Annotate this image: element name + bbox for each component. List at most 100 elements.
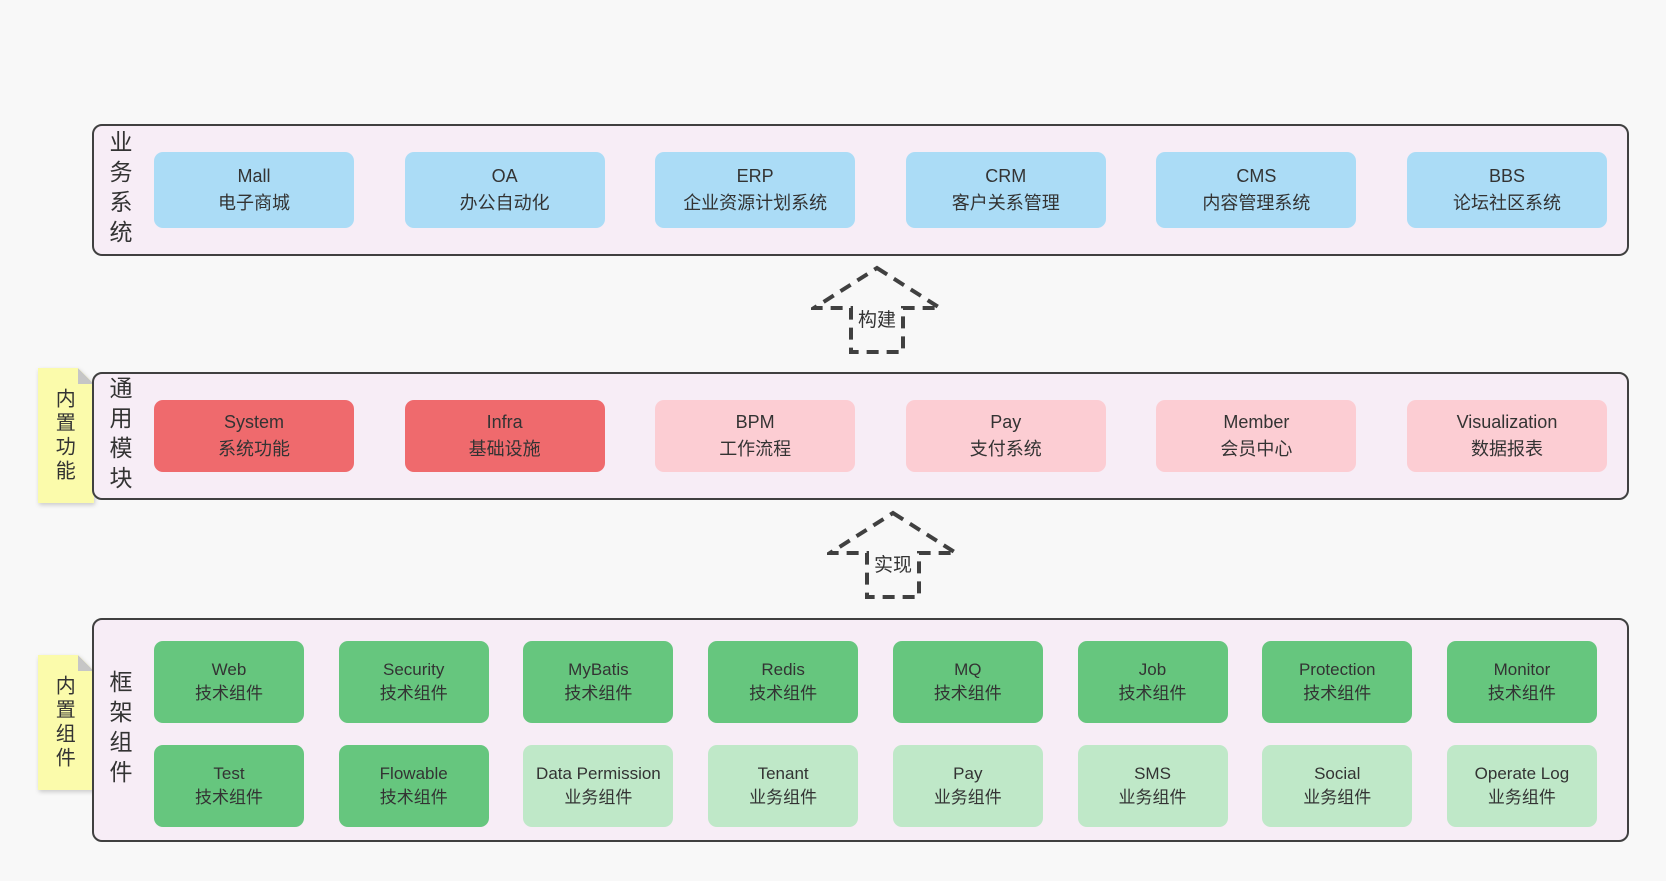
box-subtitle: 业务组件 <box>1118 788 1187 807</box>
box-pay: Pay 支付系统 <box>905 400 1106 472</box>
box-tenant: Tenant 业务组件 <box>708 745 859 827</box>
box-title: BBS <box>1488 166 1525 186</box>
box-mall: Mall 电子商城 <box>154 152 354 228</box>
box-title: Monitor <box>1493 660 1551 679</box>
box-subtitle: 技术组件 <box>379 684 448 703</box>
sticky-note-builtin-components: 内置组件 <box>38 655 94 790</box>
implement-arrow-label: 实现 <box>870 550 916 577</box>
box-data-permission: Data Permission 业务组件 <box>523 745 674 827</box>
box-title: Pay <box>953 764 983 783</box>
box-title: BPM <box>735 412 775 432</box>
box-test: Test 技术组件 <box>154 745 304 827</box>
sticky-note: 内置功能 <box>38 368 94 503</box>
box-oa: OA 办公自动化 <box>404 152 605 228</box>
box-flowable: Flowable 技术组件 <box>338 745 489 827</box>
box-subtitle: 支付系统 <box>969 439 1042 459</box>
box-title: Protection <box>1298 660 1376 679</box>
box-subtitle: 业务组件 <box>564 788 633 807</box>
layer-title-business-systems: 业务系统 <box>106 130 132 250</box>
box-title: SMS <box>1134 764 1171 783</box>
box-bpm: BPM 工作流程 <box>655 400 856 472</box>
box-system: System 系统功能 <box>154 400 354 472</box>
box-subtitle: 技术组件 <box>933 684 1002 703</box>
box-subtitle: 客户关系管理 <box>951 193 1060 213</box>
box-title: Pay <box>990 412 1022 432</box>
box-infra: Infra 基础设施 <box>404 400 605 472</box>
box-subtitle: 会员中心 <box>1220 439 1293 459</box>
box-subtitle: 技术组件 <box>195 684 263 703</box>
box-title: Security <box>382 660 445 679</box>
box-erp: ERP 企业资源计划系统 <box>655 152 856 228</box>
box-subtitle: 业务组件 <box>749 788 818 807</box>
box-title: Infra <box>486 412 523 432</box>
box-subtitle: 技术组件 <box>1118 684 1187 703</box>
box-subtitle: 技术组件 <box>1303 684 1372 703</box>
up-arrow-icon <box>827 510 959 599</box>
build-arrow: 构建 <box>811 265 943 355</box>
layer-business-systems: 业务系统 Mall 电子商城 OA 办公自动化 ERP 企业资源计划系统 CRM 客户关系管理… <box>92 124 1629 256</box>
box-protection: Protection 技术组件 <box>1262 641 1413 723</box>
box-title: Mall <box>237 166 271 186</box>
box-subtitle: 办公自动化 <box>459 193 550 213</box>
box-subtitle: 电子商城 <box>218 193 290 213</box>
sticky-label: 内置功能 <box>52 387 75 484</box>
box-bbs: BBS 论坛社区系统 <box>1406 152 1607 228</box>
up-arrow-icon <box>811 265 943 354</box>
box-title: Operate Log <box>1474 764 1570 783</box>
box-row: Mall 电子商城 OA 办公自动化 ERP 企业资源计划系统 CRM 客户关系管理 CMS 内容… <box>154 152 1607 228</box>
box-subtitle: 工作流程 <box>719 439 792 459</box>
box-subtitle: 数据报表 <box>1470 439 1543 459</box>
box-cms: CMS 内容管理系统 <box>1156 152 1357 228</box>
box-title: CMS <box>1236 166 1277 186</box>
box-web: Web 技术组件 <box>154 641 304 723</box>
box-monitor: Monitor 技术组件 <box>1446 641 1597 723</box>
box-title: Web <box>211 660 247 679</box>
box-operate-log: Operate Log 业务组件 <box>1446 745 1597 827</box>
box-sms: SMS 业务组件 <box>1077 745 1228 827</box>
box-subtitle: 技术组件 <box>379 788 448 807</box>
box-subtitle: 内容管理系统 <box>1202 193 1311 213</box>
box-title: ERP <box>736 166 774 186</box>
box-title: Flowable <box>379 764 448 783</box>
box-pay: Pay 业务组件 <box>892 745 1043 827</box>
box-title: CRM <box>985 166 1027 186</box>
box-subtitle: 论坛社区系统 <box>1452 193 1561 213</box>
box-title: Redis <box>761 660 805 679</box>
box-subtitle: 技术组件 <box>749 684 818 703</box>
box-redis: Redis 技术组件 <box>708 641 859 723</box>
box-subtitle: 业务组件 <box>1487 788 1556 807</box>
box-title: MyBatis <box>568 660 629 679</box>
box-title: Test <box>213 764 245 783</box>
box-title: Data Permission <box>536 764 661 783</box>
layer-common-modules: 通用模块 System 系统功能 Infra 基础设施 BPM 工作流程 Pay 支付系统 Me… <box>92 372 1629 500</box>
sticky-note: 内置组件 <box>38 655 94 790</box>
box-title: Social <box>1314 764 1361 783</box>
box-title: MQ <box>954 660 982 679</box>
box-security: Security 技术组件 <box>338 641 489 723</box>
box-subtitle: 系统功能 <box>218 439 290 459</box>
box-subtitle: 基础设施 <box>468 439 541 459</box>
box-subtitle: 技术组件 <box>195 788 263 807</box>
box-title: OA <box>491 166 518 186</box>
box-subtitle: 技术组件 <box>1487 684 1556 703</box>
box-title: System <box>223 412 284 432</box>
layer-title-common-modules: 通用模块 <box>106 376 132 496</box>
layer-title-framework-components: 框架组件 <box>106 670 132 790</box>
box-title: Tenant <box>757 764 809 783</box>
box-subtitle: 企业资源计划系统 <box>683 193 828 213</box>
box-subtitle: 业务组件 <box>933 788 1002 807</box>
sticky-note-builtin-functions: 内置功能 <box>38 368 94 503</box>
box-mq: MQ 技术组件 <box>892 641 1043 723</box>
box-crm: CRM 客户关系管理 <box>905 152 1106 228</box>
implement-arrow: 实现 <box>827 510 959 600</box>
sticky-label: 内置组件 <box>52 674 75 771</box>
